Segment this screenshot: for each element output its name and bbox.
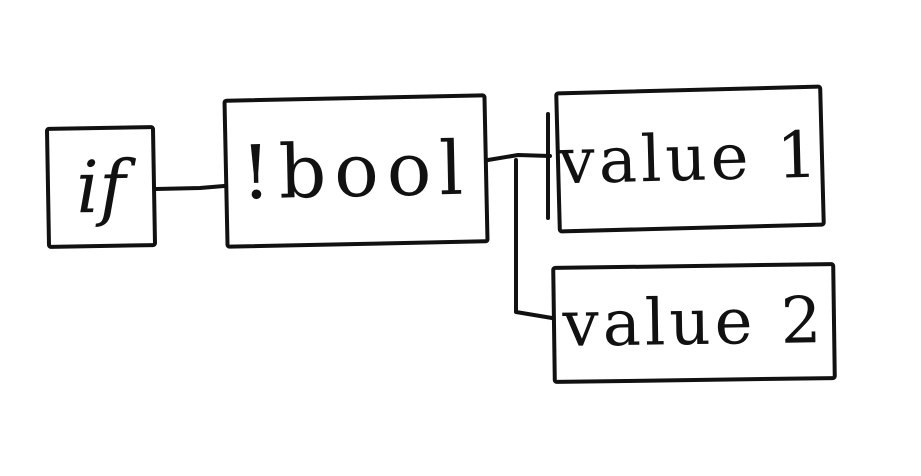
edge-if-to-bool (154, 184, 226, 191)
node-value2-label: value 2 (562, 284, 826, 362)
node-if-label: if (75, 144, 127, 230)
edge-bool-to-value2 (514, 158, 554, 320)
node-bool-label: !bool (240, 125, 472, 217)
node-value1: value 1 (554, 84, 826, 234)
node-if: if (44, 125, 158, 249)
node-bool: !bool (222, 93, 490, 249)
node-value1-label: value 1 (557, 118, 823, 200)
node-value2: value 2 (551, 262, 837, 384)
edge-bool-to-value1 (486, 153, 552, 162)
